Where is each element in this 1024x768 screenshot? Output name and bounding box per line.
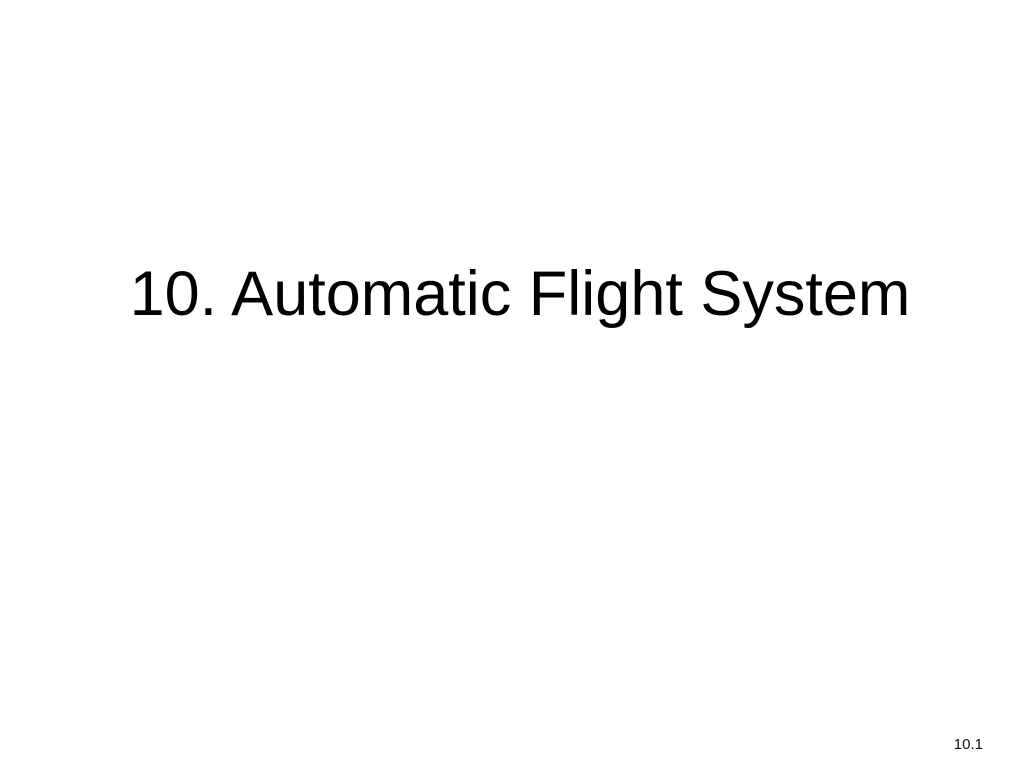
slide-number: 10.1 <box>953 736 983 753</box>
slide-title: 10. Automatic Flight System <box>129 259 911 329</box>
